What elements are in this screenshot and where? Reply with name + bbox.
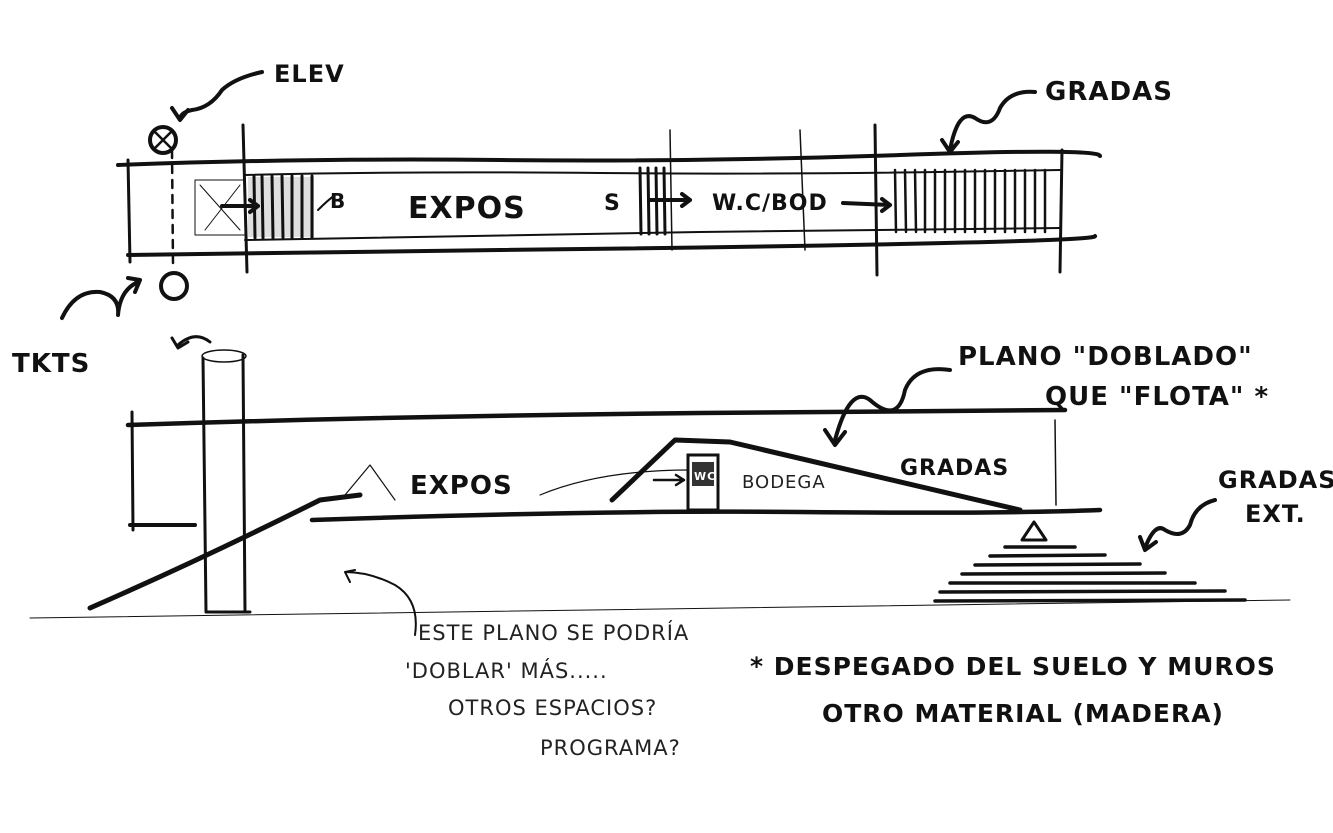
plan-s-label: S: [604, 191, 621, 216]
tickets-symbol-icon: [159, 271, 189, 301]
wc-arrow-icon: [652, 473, 686, 487]
section-right-wall: [1054, 419, 1057, 506]
question-line-1: ESTE PLANO SE PODRÍA: [418, 620, 689, 645]
plan-bottom-inner-edge: [244, 227, 1061, 241]
plan-wall-thin: [669, 129, 673, 251]
plano-leader-arrow-icon: [823, 367, 952, 447]
elevator-shaft: [170, 335, 252, 614]
section-folded-plane: [609, 437, 1023, 513]
gradas-plan-label: GRADAS: [1045, 77, 1173, 107]
plan-stair-hatch-middle: [638, 166, 692, 236]
section-gradas-label: GRADAS: [900, 456, 1009, 481]
elev-leader-arrow-icon: [170, 70, 264, 122]
plan-left-wall: [126, 158, 132, 264]
tkts-label: TKTS: [12, 349, 90, 379]
plan-b-label: B: [330, 189, 346, 213]
plano-doblado-label: PLANO "DOBLADO": [958, 342, 1253, 372]
plan-top-inner-edge: [244, 169, 1061, 176]
question-leader-arrow-icon: [344, 569, 417, 636]
plan-gradas-wall: [873, 123, 879, 277]
section-roof-line: [125, 407, 1068, 428]
plan-wall-thin-2: [799, 129, 806, 251]
gradas-ext-label-line2: EXT.: [1245, 500, 1306, 528]
support-triangle-icon: [1020, 520, 1048, 542]
plan-arrow-b-icon: [220, 198, 260, 214]
plan-top-edge: [116, 149, 1102, 167]
plan-right-wall: [1058, 148, 1064, 274]
section-expos-label: EXPOS: [410, 471, 513, 501]
plan-arrow-gradas-icon: [841, 197, 892, 213]
elev-label: ELEV: [274, 60, 345, 88]
section-view: PLANO "DOBLADO" QUE "FLOTA" * EXPOS WC B…: [29, 335, 1333, 636]
elev-dashed-line: [170, 148, 175, 267]
gradas-ext-leader-arrow-icon: [1138, 498, 1217, 552]
footnote-line-1: * DESPEGADO DEL SUELO Y MUROS: [750, 652, 1276, 681]
plan-gradas-hatch: [893, 168, 1047, 234]
question-line-3: OTROS ESPACIOS?: [448, 696, 657, 720]
section-left-wall: [130, 410, 135, 532]
section-floor-line: [309, 507, 1103, 523]
notes: ESTE PLANO SE PODRÍA 'DOBLAR' MÁS..... O…: [405, 620, 1276, 760]
exterior-steps: [933, 545, 1247, 603]
gradas-leader-arrow-icon: [940, 89, 1037, 154]
ramp-fold-thin: [344, 464, 396, 501]
folded-plane-ghost: [539, 469, 691, 496]
que-flota-label: QUE "FLOTA" *: [1045, 382, 1269, 412]
footnote-line-2: OTRO MATERIAL (MADERA): [822, 699, 1224, 728]
section-ramp-line: [87, 492, 363, 611]
gradas-ext-label-line1: GRADAS: [1218, 466, 1333, 494]
plan-b-leader: [317, 194, 336, 211]
plan-expos-label: EXPOS: [408, 191, 526, 226]
section-bodega-label: BODEGA: [742, 472, 826, 493]
plan-view: ELEV TKTS GRADAS B EXPOS S W.C/BOD: [12, 60, 1173, 379]
plan-bottom-edge: [126, 234, 1098, 257]
plan-wc-bod-label: W.C/BOD: [712, 191, 828, 216]
question-line-2: 'DOBLAR' MÁS.....: [405, 658, 608, 683]
wc-box: [686, 453, 720, 512]
shaft-arrow-icon: [170, 335, 212, 350]
elevator-symbol-icon: [148, 125, 178, 155]
question-line-4: PROGRAMA?: [540, 736, 681, 760]
tkts-leader-arrow-icon: [60, 276, 142, 320]
ground-hint: [29, 599, 1291, 619]
section-wc-label: WC: [694, 470, 716, 483]
